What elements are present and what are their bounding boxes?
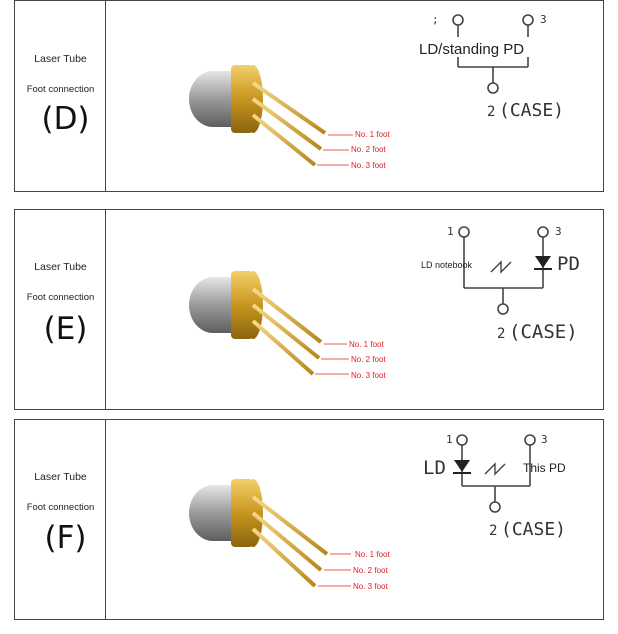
laser-diode-image [189, 271, 323, 376]
pin-2-label: No. 2 foot [353, 566, 388, 575]
pin-1-number: 1 [447, 225, 454, 238]
pin-2-label: No. 2 foot [351, 145, 386, 154]
schematic [456, 434, 536, 513]
panel-d: Laser Tube Foot connection (D) [14, 0, 604, 192]
pin-3-number: 3 [541, 433, 548, 446]
label-column: Laser Tube Foot connection (D) [15, 1, 106, 191]
pin-1-label: No. 1 foot [355, 130, 390, 139]
panel-title: Laser Tube [34, 261, 87, 273]
pin-3-label: No. 3 foot [353, 582, 388, 591]
pin-3-label: No. 3 foot [351, 371, 386, 380]
case-label: (CASE) [509, 321, 578, 343]
terminal-1 [458, 226, 470, 238]
panel-e: Laser Tube Foot connection (E) No. 1 foo… [14, 209, 604, 410]
pin-3 [251, 113, 317, 167]
terminal-1 [452, 14, 464, 26]
pin-2 [251, 97, 323, 151]
terminal-3 [522, 14, 534, 26]
pin-2 [251, 303, 321, 360]
pin-1 [251, 81, 327, 135]
label-column: Laser Tube Foot connection (F) [15, 420, 106, 619]
laser-diode-image [189, 479, 329, 588]
schematic [458, 226, 549, 315]
pin-3-number: 3 [555, 225, 562, 238]
pin-1-number: ; [432, 13, 439, 26]
panel-letter: (E) [43, 311, 88, 347]
panel-letter: (D) [41, 101, 90, 137]
ld-label: LD [423, 457, 446, 479]
terminal-3 [537, 226, 549, 238]
case-label: (CASE) [499, 100, 564, 121]
pin-3 [251, 319, 315, 376]
panel-subtitle: Foot connection [26, 502, 95, 513]
schematic-overlay-label: This PD [523, 461, 566, 475]
pin-2 [251, 511, 323, 572]
laser-symbol-icon [490, 260, 512, 274]
panel-letter: (F) [44, 520, 87, 556]
laser-symbol-icon [484, 462, 506, 476]
pin-3-number: 3 [540, 13, 547, 26]
pin-3 [251, 527, 317, 588]
panel-e-artwork: No. 1 foot No. 2 foot No. 3 foot 1 3 PD … [189, 225, 580, 380]
panel-f-artwork: No. 1 foot No. 2 foot No. 3 foot 1 3 LD … [189, 433, 566, 591]
schematic-overlay-label: LD notebook [421, 260, 473, 270]
panel-d-artwork: No. 1 foot No. 2 foot No. 3 foot ; 3 LD/… [189, 13, 564, 170]
case-label: (CASE) [501, 519, 566, 540]
pin-1 [251, 495, 329, 556]
terminal-case [489, 501, 501, 513]
case-pin-number: 2 [497, 326, 505, 342]
terminal-case [497, 303, 509, 315]
schematic-overlay-label: LD/standing PD [419, 41, 524, 58]
pin-1-label: No. 1 foot [355, 550, 390, 559]
terminal-3 [524, 434, 536, 446]
pin-2-label: No. 2 foot [351, 355, 386, 364]
panel-title: Laser Tube [34, 53, 87, 65]
schematic [452, 14, 534, 94]
laser-diode-image [189, 65, 327, 167]
pin-1-number: 1 [446, 433, 453, 446]
panel-subtitle: Foot connection [26, 292, 95, 303]
panel-title: Laser Tube [34, 471, 87, 483]
pin-1-label: No. 1 foot [349, 340, 384, 349]
pd-label: PD [557, 253, 580, 275]
terminal-case [487, 82, 499, 94]
panel-subtitle: Foot connection [26, 84, 95, 95]
label-column: Laser Tube Foot connection (E) [15, 210, 106, 409]
photodiode-icon [535, 256, 551, 268]
panel-f: Laser Tube Foot connection (F) No. 1 foo… [14, 419, 604, 620]
laser-diode-icon [454, 460, 470, 472]
case-pin-number: 2 [489, 523, 497, 539]
pin-3-label: No. 3 foot [351, 161, 386, 170]
pin-1 [251, 287, 323, 344]
case-pin-number: 2 [487, 104, 495, 120]
terminal-1 [456, 434, 468, 446]
